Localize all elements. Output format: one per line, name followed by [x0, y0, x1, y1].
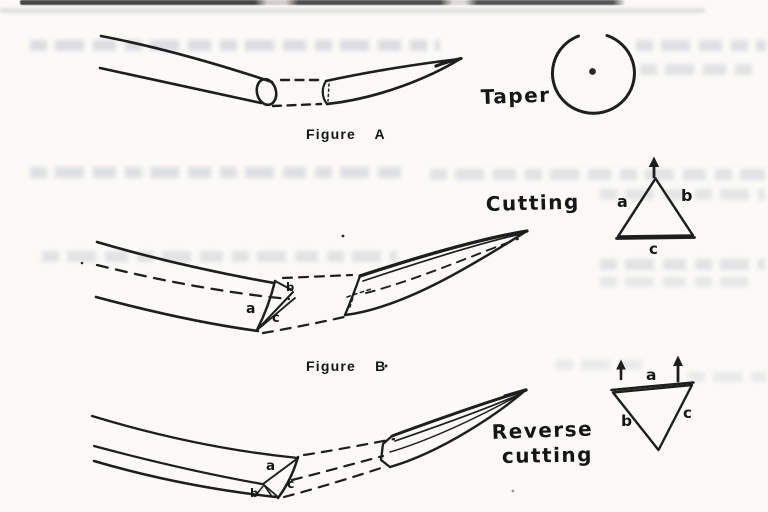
reverse-facet-label-a: a — [266, 458, 275, 474]
up-arrow-icon — [673, 355, 683, 383]
bleed-through-text-smudge — [430, 169, 765, 180]
reverse-cutting-label-line1: Reverse — [491, 416, 593, 444]
needle-point — [503, 388, 528, 398]
gap-dashed-line — [281, 273, 354, 280]
reverse-xs-label-b: b — [621, 412, 632, 430]
bleed-through-text-smudge — [30, 40, 440, 51]
bleed-through-text-smudge — [600, 189, 765, 200]
bleed-through-text-smudge — [30, 167, 405, 178]
gap-dashed-line — [261, 315, 346, 335]
torn-page-edge-smudge-soft — [0, 8, 705, 13]
figure-a-caption: Figure A — [306, 126, 386, 142]
bleed-through-text-smudge — [600, 259, 765, 270]
cutting-xs-label-a: a — [617, 192, 628, 211]
cutting-label: Cutting — [486, 190, 581, 216]
cutting-xs-label-b: b — [681, 186, 692, 205]
cutting-facet — [255, 279, 296, 332]
gap-dashed-line — [302, 437, 396, 457]
gap-dashed-line — [282, 465, 386, 499]
taper-label: Taper — [480, 83, 551, 109]
reverse-facet-label-b: b — [250, 486, 258, 500]
bleed-through-text-smudge — [600, 277, 748, 287]
bleed-through-text-smudge — [688, 372, 766, 382]
bleed-through-text-smudge — [640, 64, 758, 75]
bleed-through-text-smudge — [636, 40, 766, 51]
reverse-cutting-cross-section: a b c — [610, 355, 695, 452]
cutting-cross-section: a b c — [615, 156, 696, 258]
torn-page-edge-smudge — [20, 0, 638, 5]
hidden-ridge-dashed-line — [365, 238, 519, 294]
cutting-needle-drawing: a b c — [80, 229, 529, 335]
bleed-through-text-smudge — [42, 251, 397, 262]
reverse-facet-label-c: c — [287, 476, 294, 491]
reverse-facet — [255, 455, 300, 500]
up-arrow-icon — [648, 156, 660, 179]
needle-point — [434, 56, 463, 68]
cutting-facet-label-b: b — [286, 280, 294, 294]
cutting-xs-label-c: c — [649, 240, 658, 258]
figure-b-caption: Figure B — [306, 358, 386, 374]
gap-dashed-line — [271, 102, 323, 108]
round-body-cross-section — [255, 77, 278, 107]
reverse-cutting-needle-drawing: a b c — [90, 388, 528, 500]
up-arrow-icon — [616, 359, 626, 381]
reverse-xs-label-c: c — [683, 404, 692, 422]
cutting-facet-label-c: c — [272, 311, 280, 326]
reverse-xs-label-a: a — [646, 366, 656, 384]
cutting-facet-label-a: a — [246, 301, 255, 317]
reverse-cutting-label-line2: cutting — [502, 442, 594, 468]
hidden-ridge-dashed-line — [95, 263, 291, 301]
bleed-through-text-smudge — [556, 360, 646, 370]
circle-center-dot — [589, 68, 596, 75]
gap-dashed-line — [290, 454, 385, 482]
taper-needle-drawing — [98, 34, 463, 108]
taper-cross-section — [550, 34, 636, 115]
